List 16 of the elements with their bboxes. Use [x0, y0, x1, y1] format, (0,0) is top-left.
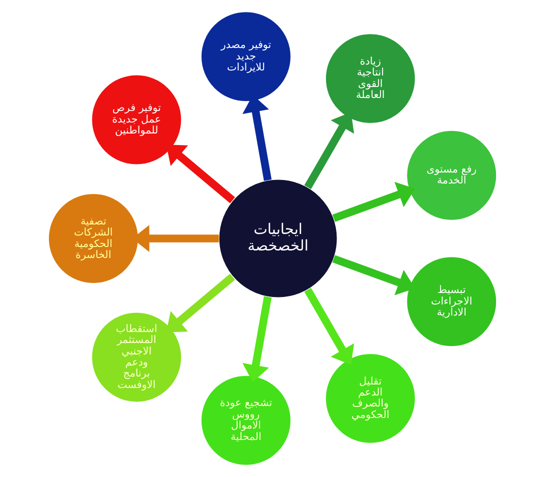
node-circle: توفير مصدر جديد للايرادات	[200, 11, 292, 102]
arrow	[166, 274, 236, 332]
node-circle: رفع مستوى الخدمة	[406, 130, 497, 221]
node-circle: تصفية الشركات الحكومية الخاسرة	[48, 193, 139, 284]
node-circle: ايجابيات الخصخصة	[218, 178, 338, 298]
node-circle: تقليل الدعم والصرف الحكومي	[325, 353, 416, 444]
arrow	[332, 182, 416, 222]
node-circle: تبسيط الاجراءات الادارية	[406, 256, 497, 348]
node-circle: تشجيع عودة رووس الاموال المحلية	[200, 375, 292, 466]
node-circle: زيادة انتاجية القوى العاملة	[325, 33, 416, 124]
arrow	[304, 112, 354, 190]
node-circle: استقطاب المستثمر الاجنبي ودعم برنامج الاوفست	[91, 312, 182, 403]
node-circle: توفير فرص عمل جديدة للمواطنين	[91, 74, 182, 166]
arrow	[242, 296, 272, 382]
arrow	[166, 144, 236, 204]
arrow	[304, 288, 354, 365]
